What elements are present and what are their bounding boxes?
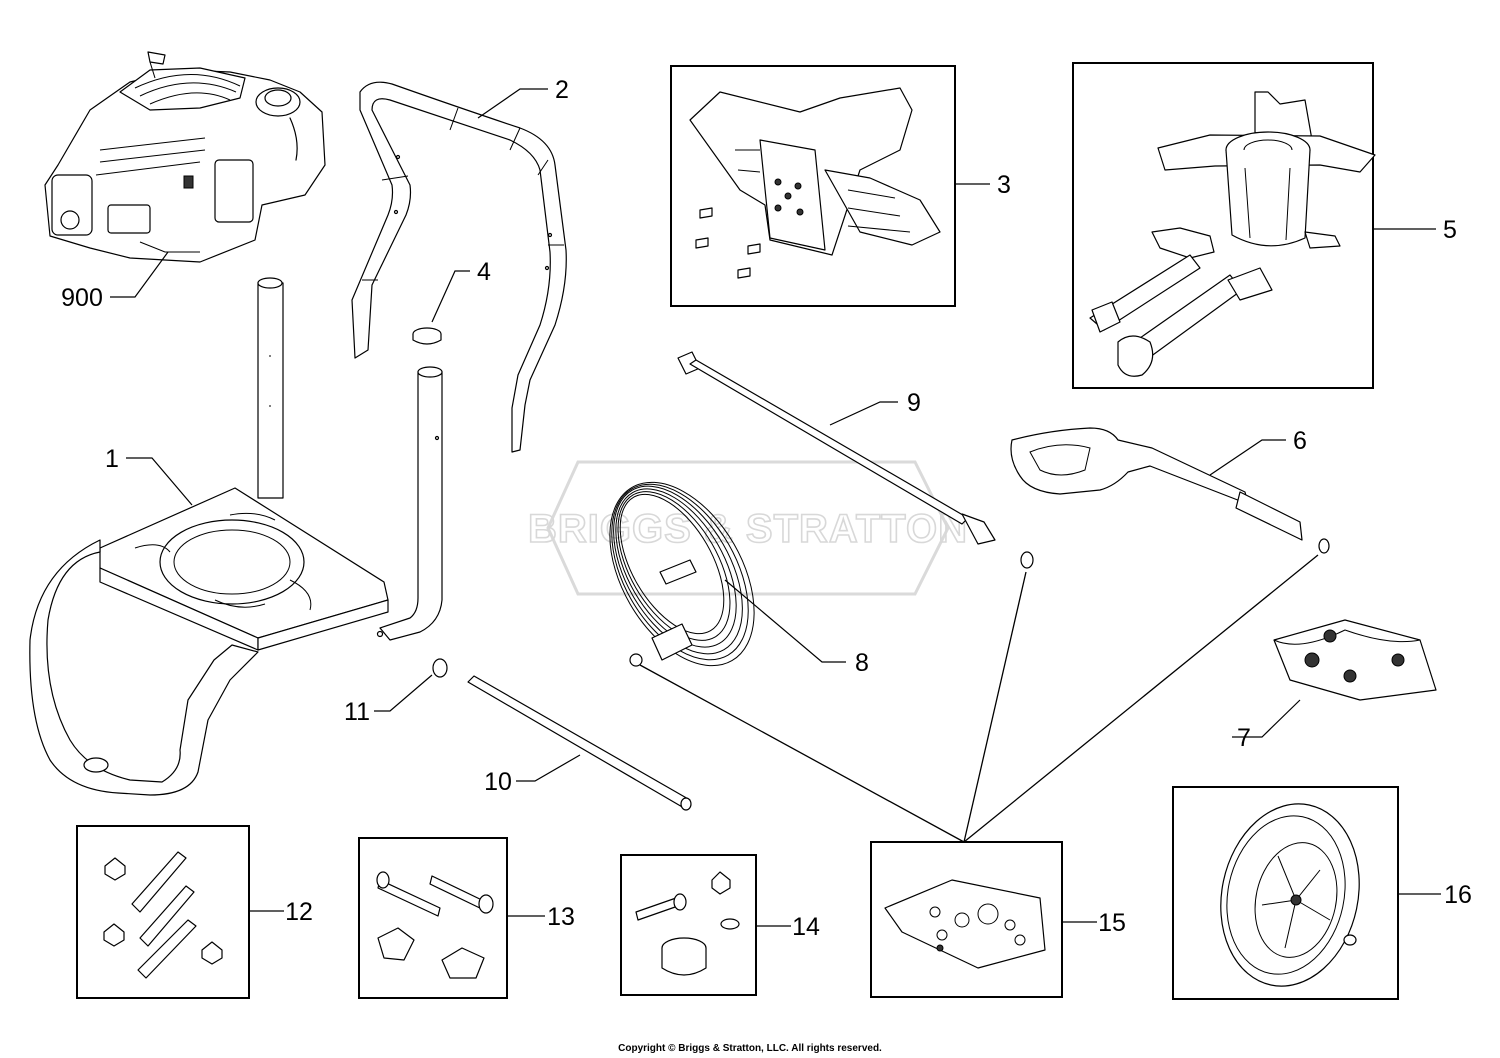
callout-13: 13 <box>547 903 575 931</box>
watermark-text: BRIGGS & STRATTON <box>528 507 968 551</box>
part-15-oring-kit[interactable] <box>884 879 1046 969</box>
part-12-box[interactable] <box>76 825 250 999</box>
callout-900: 900 <box>61 284 103 312</box>
part-13-box[interactable] <box>358 837 508 999</box>
part-5-box[interactable] <box>1072 62 1374 389</box>
brand-watermark: BRIGGS & STRATTON <box>527 460 968 596</box>
callout-4: 4 <box>477 258 491 286</box>
callout-12: 12 <box>285 898 313 926</box>
part-1-frame[interactable] <box>29 277 389 796</box>
part-2-handle[interactable] <box>351 81 567 453</box>
part-10-axle[interactable] <box>467 675 692 811</box>
callout-6: 6 <box>1293 427 1307 455</box>
part-14-hardware[interactable] <box>635 871 740 976</box>
callout-7: 7 <box>1237 724 1251 752</box>
part-3-box[interactable] <box>670 65 956 307</box>
leader-lines <box>110 88 1441 927</box>
callout-11: 11 <box>344 698 370 726</box>
part-7-nozzle-pack[interactable] <box>1273 619 1437 701</box>
callout-14: 14 <box>792 913 820 941</box>
copyright-notice: Copyright © Briggs & Stratton, LLC. All … <box>618 1043 882 1054</box>
part-15-box[interactable] <box>870 841 1063 998</box>
part-8-hose[interactable] <box>580 457 784 690</box>
callout-5: 5 <box>1443 216 1457 244</box>
part-9-lance[interactable] <box>677 351 1034 569</box>
callout-9: 9 <box>907 389 921 417</box>
callout-8: 8 <box>855 649 869 677</box>
part-1-upright-tube[interactable] <box>376 366 443 641</box>
part-900-engine[interactable] <box>44 51 326 263</box>
part-14-box[interactable] <box>620 854 757 996</box>
part-16-box[interactable] <box>1172 786 1399 1000</box>
part-12-hardware[interactable] <box>103 851 223 979</box>
part-11-retaining-ring[interactable] <box>432 658 448 678</box>
callout-1: 1 <box>105 445 119 473</box>
part-5-pump[interactable] <box>1089 91 1376 377</box>
callout-16: 16 <box>1444 881 1472 909</box>
part-6-spray-gun[interactable] <box>1010 427 1330 554</box>
part-4-plug[interactable] <box>412 327 442 345</box>
callout-2: 2 <box>555 76 569 104</box>
callout-15: 15 <box>1098 909 1126 937</box>
part-3-control-panel[interactable] <box>689 87 941 279</box>
part-16-wheel[interactable] <box>1204 791 1375 999</box>
callout-3: 3 <box>997 171 1011 199</box>
callout-10: 10 <box>484 768 512 796</box>
callout-labels: 900 1 2 3 4 5 6 7 8 9 10 11 12 13 14 15 … <box>61 76 1472 941</box>
part-13-hardware[interactable] <box>376 871 494 979</box>
